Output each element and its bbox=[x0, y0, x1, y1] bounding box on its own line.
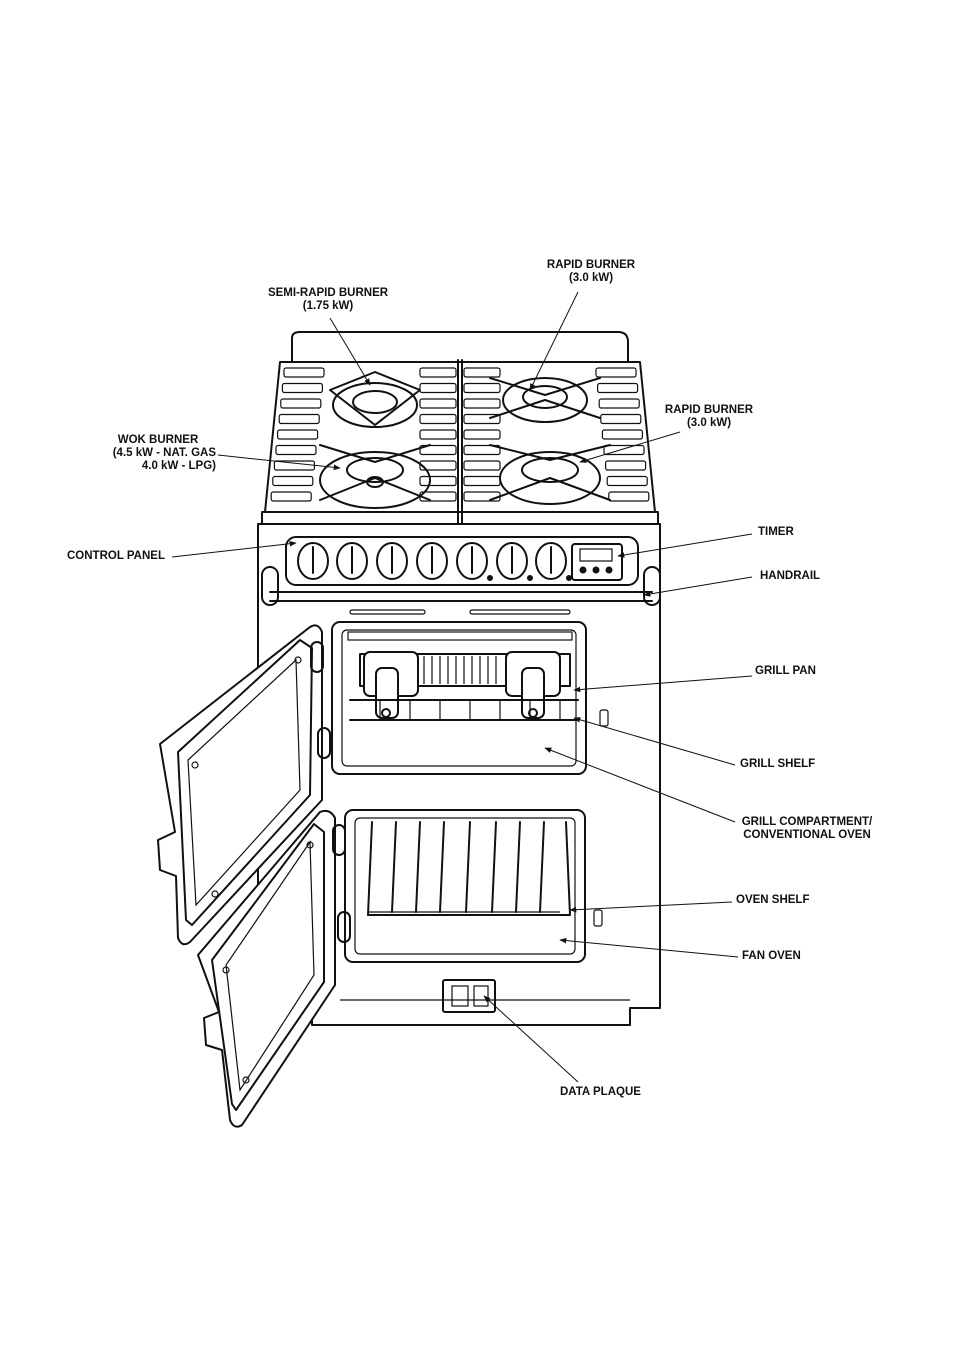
grill-shelf bbox=[349, 699, 579, 721]
control-knobs bbox=[297, 542, 572, 581]
label-rapid-burner-top: RAPID BURNER (3.0 kW) bbox=[532, 259, 650, 285]
pan-support-ridge bbox=[280, 398, 322, 409]
pan-support-ridge bbox=[277, 429, 319, 440]
handrail bbox=[261, 566, 661, 615]
oven-shelf-bar bbox=[539, 821, 545, 913]
pan-support-ridge bbox=[463, 367, 501, 378]
control-knob bbox=[336, 542, 368, 580]
pan-support-ridge bbox=[600, 413, 642, 425]
hob bbox=[261, 331, 659, 525]
label-data-plaque: DATA PLAQUE bbox=[560, 1086, 641, 1098]
control-knob bbox=[416, 542, 448, 580]
pan-support-ridge bbox=[463, 475, 501, 487]
pan-support-ridge bbox=[604, 460, 647, 471]
pan-support-ridge bbox=[273, 460, 315, 471]
pan-support-ridge bbox=[463, 491, 501, 502]
pan-support-ridge bbox=[463, 398, 501, 409]
leader-lines bbox=[171, 291, 753, 1083]
label-wok-burner: WOK BURNER (4.5 kW - NAT. GAS 4.0 kW - L… bbox=[90, 434, 216, 473]
pan-support-ridge bbox=[275, 444, 317, 456]
label-wok-burner-name: WOK BURNER bbox=[117, 434, 199, 446]
label-timer: TIMER bbox=[758, 526, 794, 538]
pan-support-ridge bbox=[419, 475, 457, 487]
control-knob bbox=[297, 542, 329, 580]
oven-shelf-bar bbox=[415, 821, 421, 913]
pan-support-ridge bbox=[419, 367, 457, 378]
pan-support-ridge bbox=[419, 460, 457, 471]
pan-support-ridge bbox=[419, 429, 457, 440]
pan-support-ridge bbox=[419, 382, 457, 394]
pan-support-ridge bbox=[419, 444, 457, 456]
pan-supports bbox=[270, 367, 650, 502]
control-knob bbox=[456, 542, 488, 580]
control-knob bbox=[496, 542, 528, 580]
pan-support-ridge bbox=[419, 491, 457, 502]
pan-support-ridge bbox=[419, 413, 457, 425]
label-wok-burner-rating-gas: (4.5 kW - NAT. GAS bbox=[112, 447, 216, 459]
burner-rapid-top bbox=[489, 377, 601, 423]
label-oven-shelf: OVEN SHELF bbox=[736, 894, 810, 906]
label-rapid-burner-top-rating: (3.0 kW) bbox=[568, 272, 614, 284]
label-semi-rapid-burner-rating: (1.75 kW) bbox=[302, 300, 354, 312]
label-rapid-burner-right-name: RAPID BURNER bbox=[664, 404, 754, 416]
label-wok-burner-rating-lpg: 4.0 kW - LPG) bbox=[141, 460, 216, 472]
label-rapid-burner-right: RAPID BURNER (3.0 kW) bbox=[650, 404, 768, 430]
pan-support-ridge bbox=[601, 429, 644, 440]
grill-door bbox=[157, 624, 331, 946]
label-rapid-burner-right-rating: (3.0 kW) bbox=[686, 417, 732, 429]
timer bbox=[571, 543, 623, 581]
oven-shelf-bar bbox=[439, 821, 445, 913]
pan-support-ridge bbox=[278, 413, 320, 425]
grill-pan bbox=[359, 651, 571, 719]
oven-door bbox=[197, 809, 351, 1128]
burner-wok bbox=[319, 444, 431, 509]
pan-support-ridge bbox=[596, 382, 639, 394]
pan-support-ridge bbox=[595, 367, 637, 378]
ignition-indicator bbox=[487, 575, 493, 581]
label-grill-shelf: GRILL SHELF bbox=[740, 758, 816, 770]
label-rapid-burner-top-name: RAPID BURNER bbox=[546, 259, 636, 271]
pan-support-ridge bbox=[463, 413, 501, 425]
label-handrail: HANDRAIL bbox=[760, 570, 821, 582]
label-grill-pan: GRILL PAN bbox=[755, 665, 816, 677]
label-grill-compartment-line1: GRILL COMPARTMENT/ bbox=[741, 816, 873, 828]
pan-support-ridge bbox=[603, 444, 645, 456]
pan-support-ridge bbox=[463, 429, 501, 440]
ignition-indicator bbox=[566, 575, 572, 581]
pan-support-ridge bbox=[606, 475, 648, 487]
label-grill-compartment-line2: CONVENTIONAL OVEN bbox=[743, 829, 871, 841]
oven-shelf-bar bbox=[515, 821, 521, 913]
pan-support-ridge bbox=[281, 382, 323, 394]
oven-shelf-bar bbox=[391, 821, 397, 913]
door-latches bbox=[593, 709, 609, 927]
control-knob bbox=[535, 542, 567, 580]
fan-oven bbox=[344, 809, 586, 963]
label-grill-compartment: GRILL COMPARTMENT/ CONVENTIONAL OVEN bbox=[732, 816, 882, 842]
pan-support-ridge bbox=[608, 491, 650, 502]
label-control-panel: CONTROL PANEL bbox=[67, 550, 165, 562]
grill-compartment bbox=[331, 621, 587, 775]
pan-support-ridge bbox=[598, 398, 640, 409]
oven-shelf bbox=[367, 821, 571, 916]
pan-support-ridge bbox=[463, 460, 501, 471]
pan-support-ridge bbox=[270, 491, 312, 502]
control-panel bbox=[285, 536, 639, 586]
ignition-indicator bbox=[527, 575, 533, 581]
label-semi-rapid-burner-name: SEMI-RAPID BURNER bbox=[267, 287, 389, 299]
pan-support-ridge bbox=[272, 475, 314, 487]
burner-rapid-right bbox=[489, 444, 611, 505]
burner-semi-rapid bbox=[329, 371, 421, 428]
pan-support-ridge bbox=[419, 398, 457, 409]
label-fan-oven: FAN OVEN bbox=[742, 950, 801, 962]
pan-support-ridge bbox=[283, 367, 325, 378]
oven-shelf-bar bbox=[491, 821, 497, 913]
pan-support-ridge bbox=[463, 382, 501, 394]
label-semi-rapid-burner: SEMI-RAPID BURNER (1.75 kW) bbox=[258, 287, 398, 313]
pan-support-ridge bbox=[463, 444, 501, 456]
data-plaque bbox=[442, 979, 496, 1013]
control-knob bbox=[376, 542, 408, 580]
oven-shelf-bar bbox=[465, 821, 471, 913]
